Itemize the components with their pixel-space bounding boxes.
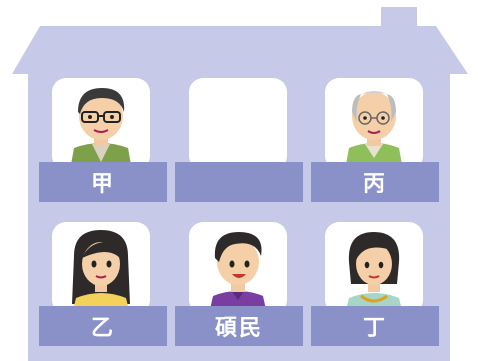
room-label-top-right: 丙 [311, 162, 439, 202]
man-with-glasses-icon [70, 88, 132, 170]
room-label-top-left: 甲 [39, 162, 167, 202]
room-label-top-middle [175, 162, 303, 202]
roof-icon [12, 26, 468, 74]
room-label-text: 乙 [90, 316, 115, 341]
window-bottom-middle [189, 222, 287, 314]
window-top-right [325, 78, 423, 170]
room-label-text: 丙 [362, 172, 387, 197]
chimney-icon [381, 7, 417, 29]
window-bottom-left [52, 222, 150, 314]
room-label-bottom-right: 丁 [311, 306, 439, 346]
room-label-bottom-middle: 碩民 [175, 306, 303, 346]
boy-icon [209, 232, 267, 314]
woman-short-hair-icon [345, 232, 403, 314]
room-label-text: 甲 [90, 172, 115, 197]
elderly-man-icon [345, 91, 403, 170]
room-label-bottom-left: 乙 [39, 306, 167, 346]
window-top-left [52, 78, 150, 170]
window-top-middle [189, 78, 287, 170]
room-label-text: 丁 [362, 316, 387, 341]
window-bottom-right [325, 222, 423, 314]
woman-long-hair-icon [72, 230, 130, 314]
room-label-text: 碩民 [214, 316, 263, 341]
